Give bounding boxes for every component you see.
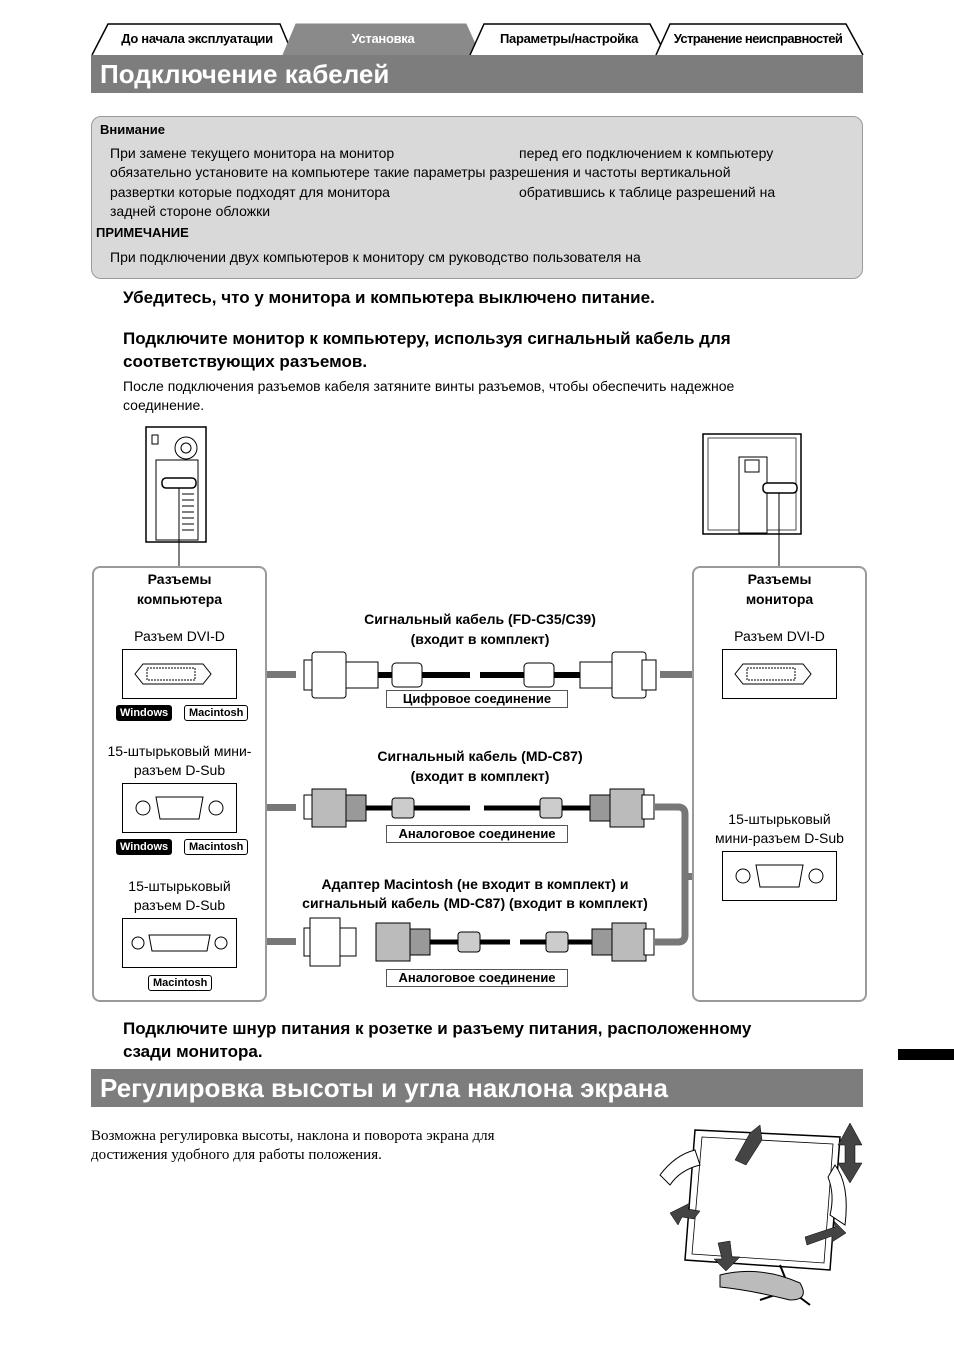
pc-dsub-label: разъем D-Sub <box>133 897 226 913</box>
tab-before-use[interactable]: До начала эксплуатации <box>121 31 273 46</box>
monitor-panel-title: Разъемы <box>747 571 812 587</box>
dvi-cable-illustration <box>303 651 657 699</box>
analog-connection-caption: Аналоговое соединение <box>386 825 568 843</box>
remark-line: При подключении двух компьютеров к монит… <box>110 249 641 265</box>
windows-badge: Windows <box>116 705 173 721</box>
tab-troubleshooting[interactable]: Устранение неисправностей <box>673 31 843 46</box>
attention-line: При замене текущего монитора на монитор <box>110 145 395 161</box>
analog-cable-title: (входит в комплект) <box>410 768 550 784</box>
tab-bar <box>91 23 864 56</box>
monitor-adjustment-illustration <box>659 1122 863 1306</box>
section-title-adjustment: Регулировка высоты и угла наклона экрана <box>91 1069 863 1107</box>
macintosh-badge: Macintosh <box>148 975 213 991</box>
page-side-marker <box>898 1049 954 1060</box>
monitor-mini-dsub-connector <box>722 851 837 901</box>
analog-cable-title: Сигнальный кабель (MD-C87) <box>377 748 583 764</box>
macintosh-badge: Macintosh <box>184 705 249 721</box>
monitor-dsub-label: 15-штырьковый <box>728 811 831 827</box>
tab-installation[interactable]: Установка <box>351 31 415 46</box>
mac-adapter-cable-illustration <box>303 917 655 967</box>
pc-panel-title: компьютера <box>136 591 223 607</box>
step-3-line1: Подключите шнур питания к розетке и разъ… <box>123 1019 752 1038</box>
monitor-dvi-label: Разъем DVI-D <box>734 628 825 644</box>
pc-tower-illustration <box>145 426 207 566</box>
analog-cable-illustration <box>303 788 655 828</box>
attention-line: перед его подключением к компьютеру <box>519 145 774 161</box>
attention-line: развертки которые подходят для монитора <box>110 184 390 200</box>
pc-dvi-connector <box>122 649 237 699</box>
pc-mini-dsub-label: 15-штырьковый мини- <box>107 743 252 759</box>
pc-dvi-label: Разъем DVI-D <box>134 628 225 644</box>
attention-note-box: Внимание При замене текущего монитора на… <box>91 116 863 279</box>
digital-cable-title: Сигнальный кабель (FD-C35/C39) <box>364 611 596 627</box>
pc-mini-dsub-connector <box>122 783 237 833</box>
step-2-line2: соответствующих разъемов. <box>123 352 368 371</box>
step-2-line1: Подключите монитор к компьютеру, использ… <box>123 329 731 348</box>
monitor-dsub-label: мини-разъем D-Sub <box>715 830 844 846</box>
pc-dsub-label: 15-штырьковый <box>128 878 231 894</box>
monitor-connectors-panel <box>692 566 867 1002</box>
attention-heading: Внимание <box>100 122 165 137</box>
windows-badge: Windows <box>116 839 173 855</box>
mac-adapter-cable-title: Адаптер Macintosh (не входит в комплект)… <box>321 876 629 892</box>
monitor-dvi-connector <box>722 649 837 699</box>
digital-connection-caption: Цифровое соединение <box>386 690 568 708</box>
attention-line: задней стороне обложки <box>110 203 271 219</box>
pc-connectors-panel <box>92 566 267 1002</box>
analog-connection-caption: Аналоговое соединение <box>386 969 568 987</box>
step-1: Убедитесь, что у монитора и компьютера в… <box>123 288 655 307</box>
attention-line: обязательно установите на компьютере так… <box>110 164 731 180</box>
pc-dsub-connector <box>122 918 237 968</box>
attention-line: обратившись к таблице разрешений на <box>519 184 776 200</box>
remark-heading: ПРИМЕЧАНИЕ <box>96 225 189 240</box>
adjustment-text-line1: Возможна регулировка высоты, наклона и п… <box>91 1128 495 1144</box>
step-2-description-line1: После подключения разъемов кабеля затяни… <box>123 378 735 394</box>
mac-adapter-cable-title: сигнальный кабель (MD-C87) (входит в ком… <box>302 895 648 911</box>
step-3-line2: сзади монитора. <box>123 1042 263 1061</box>
section-title-cables: Подключение кабелей <box>91 55 863 93</box>
digital-cable-title: (входит в комплект) <box>410 631 550 647</box>
monitor-back-illustration <box>702 433 802 566</box>
step-2-description-line2: соединение. <box>123 397 205 413</box>
pc-mini-dsub-label: разъем D-Sub <box>133 762 226 778</box>
pc-panel-title: Разъемы <box>147 571 212 587</box>
tab-settings[interactable]: Параметры/настройка <box>499 31 639 46</box>
monitor-panel-title: монитора <box>745 591 814 607</box>
adjustment-text-line2: достижения удобного для работы положения… <box>91 1147 382 1163</box>
macintosh-badge: Macintosh <box>184 839 249 855</box>
